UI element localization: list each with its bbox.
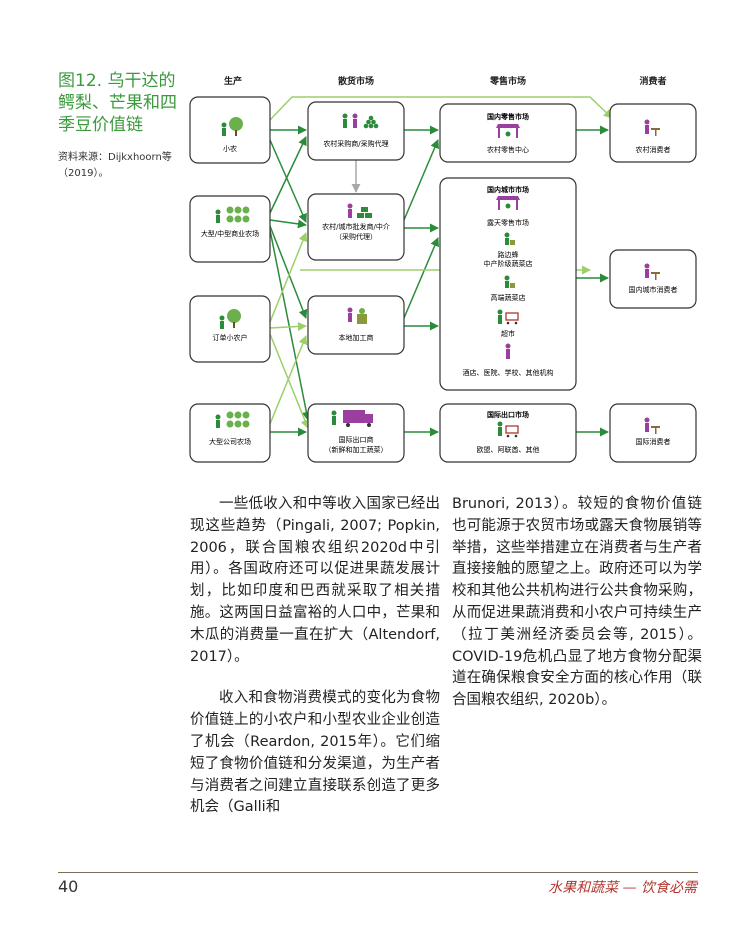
node-big-company-farm: 大型公司农场 xyxy=(189,403,271,463)
svg-text:路边蜂: 路边蜂 xyxy=(498,250,519,259)
node-contract-smallholder: 订单小农户 xyxy=(189,295,271,363)
node-export-market: 国际出口市场 欧盟、阿联酋、其他 xyxy=(439,403,577,463)
market-stall-icon xyxy=(496,196,520,210)
paragraph: 一些低收入和中等收入国家已经出现这些趋势（Pingali, 2007; Popk… xyxy=(190,496,440,665)
column-header-retail: 零售市场 xyxy=(489,75,526,87)
body-column-left: 一些低收入和中等收入国家已经出现这些趋势（Pingali, 2007; Popk… xyxy=(190,494,440,839)
node-exporter: 国际出口商 （新鲜和加工蔬菜） xyxy=(307,403,405,463)
diner-icon xyxy=(644,119,660,136)
arrow-smallholder-to-wholesale xyxy=(269,139,307,223)
node-smallholder: 小农 xyxy=(189,96,271,164)
cart-icon xyxy=(497,421,519,438)
figure-source: 资料来源：Dijkxhoorn等 （2019）。 xyxy=(58,152,172,179)
tree-icon xyxy=(227,309,241,323)
person-icon xyxy=(347,203,353,209)
arrow-smallholder-to-rural-consumer xyxy=(269,96,613,121)
svg-text:大型/中型商业农场: 大型/中型商业农场 xyxy=(201,229,259,238)
svg-text:国际出口市场: 国际出口市场 xyxy=(487,410,529,419)
svg-text:农村消费者: 农村消费者 xyxy=(636,145,671,154)
svg-text:本地加工商: 本地加工商 xyxy=(339,333,374,342)
farmer-icon xyxy=(221,122,227,128)
diner-icon xyxy=(644,417,660,434)
vendor-icon xyxy=(504,275,515,288)
figure-title: 图12. 乌干达的 鳄梨、芒果和四 季豆价值链 xyxy=(58,71,177,135)
value-chain-diagram: 生产 散货市场 零售市场 消费者 xyxy=(189,75,697,463)
svg-text:国内零售市场: 国内零售市场 xyxy=(487,112,529,121)
person-icon xyxy=(352,113,358,119)
svg-text:中产阶级蔬菜店: 中产阶级蔬菜店 xyxy=(484,259,533,268)
arrow-largefarm-to-agent xyxy=(269,136,307,214)
svg-text:农村零售中心: 农村零售中心 xyxy=(487,145,529,154)
svg-text:订单小农户: 订单小农户 xyxy=(213,333,248,342)
svg-text:酒店、医院、学校、其他机构: 酒店、医院、学校、其他机构 xyxy=(463,368,554,377)
institution-icon xyxy=(505,343,511,359)
node-urban-market: 国内城市市场 露天零售市场 路边蜂 中产阶级蔬菜店 高端蔬菜店 超市 酒店、医院… xyxy=(439,177,577,391)
svg-text:国际消费者: 国际消费者 xyxy=(636,437,671,446)
market-stall-icon xyxy=(496,124,520,138)
svg-text:大型公司农场: 大型公司农场 xyxy=(209,437,251,446)
svg-text:农村/城市批发商/中介: 农村/城市批发商/中介 xyxy=(322,222,390,231)
diner-icon xyxy=(644,263,660,280)
svg-text:露天零售市场: 露天零售市场 xyxy=(487,218,529,227)
node-rural-agent: 农村采购商/采购代理 xyxy=(307,101,405,161)
svg-text:小农: 小农 xyxy=(223,144,237,153)
svg-text:国内城市市场: 国内城市市场 xyxy=(487,185,529,194)
paragraph: Brunori, 2013）。较短的食物价值链也可能源于农贸市场或露天食物展销等… xyxy=(452,496,702,709)
node-intl-consumer: 国际消费者 xyxy=(609,403,697,463)
node-processor: 本地加工商 xyxy=(307,295,405,355)
svg-text:国际出口商: 国际出口商 xyxy=(339,435,374,444)
person-icon xyxy=(347,307,353,313)
svg-text:欧盟、阿联酋、其他: 欧盟、阿联酋、其他 xyxy=(477,445,540,454)
svg-text:农村采购商/采购代理: 农村采购商/采购代理 xyxy=(323,139,388,148)
person-icon xyxy=(331,410,337,416)
crates-icon xyxy=(357,207,372,218)
svg-text:（采购代理）: （采购代理） xyxy=(335,232,377,241)
node-domestic-retail: 国内零售市场 农村零售中心 xyxy=(439,103,577,163)
truck-icon xyxy=(343,410,373,427)
node-urban-consumer: 国内城市消费者 xyxy=(609,249,697,309)
vendor-icon xyxy=(504,232,515,245)
column-header-wholesale: 散货市场 xyxy=(338,75,374,87)
cart-icon xyxy=(497,309,519,325)
node-large-farm: 大型/中型商业农场 xyxy=(189,195,271,263)
produce-pile-icon xyxy=(363,115,379,129)
svg-text:超市: 超市 xyxy=(501,329,515,338)
processing-icon xyxy=(357,314,367,324)
column-header-consumer: 消费者 xyxy=(639,75,666,87)
svg-text:国内城市消费者: 国内城市消费者 xyxy=(629,285,678,294)
running-head: 水果和蔬菜 — 饮食必需 xyxy=(548,880,697,896)
paragraph: 收入和食物消费模式的变化为食物价值链上的小农户和小型农业企业创造了机会（Rear… xyxy=(190,690,440,816)
footer-divider xyxy=(58,872,698,873)
svg-text:（新鲜和加工蔬菜）: （新鲜和加工蔬菜） xyxy=(325,445,388,454)
column-header-production: 生产 xyxy=(224,75,242,87)
node-rural-consumer: 农村消费者 xyxy=(609,103,697,163)
node-wholesaler: 农村/城市批发商/中介 （采购代理） xyxy=(307,193,405,261)
orchard-icon xyxy=(226,411,250,428)
farmer-icon xyxy=(215,414,221,420)
orchard-icon xyxy=(226,206,250,223)
tree-icon xyxy=(229,117,243,131)
page-number: 40 xyxy=(58,877,79,896)
svg-text:高端蔬菜店: 高端蔬菜店 xyxy=(491,293,526,302)
farmer-icon xyxy=(215,209,221,215)
body-column-right: Brunori, 2013）。较短的食物价值链也可能源于农贸市场或露天食物展销等… xyxy=(452,494,702,732)
farmer-icon xyxy=(219,315,225,321)
person-icon xyxy=(342,113,348,119)
